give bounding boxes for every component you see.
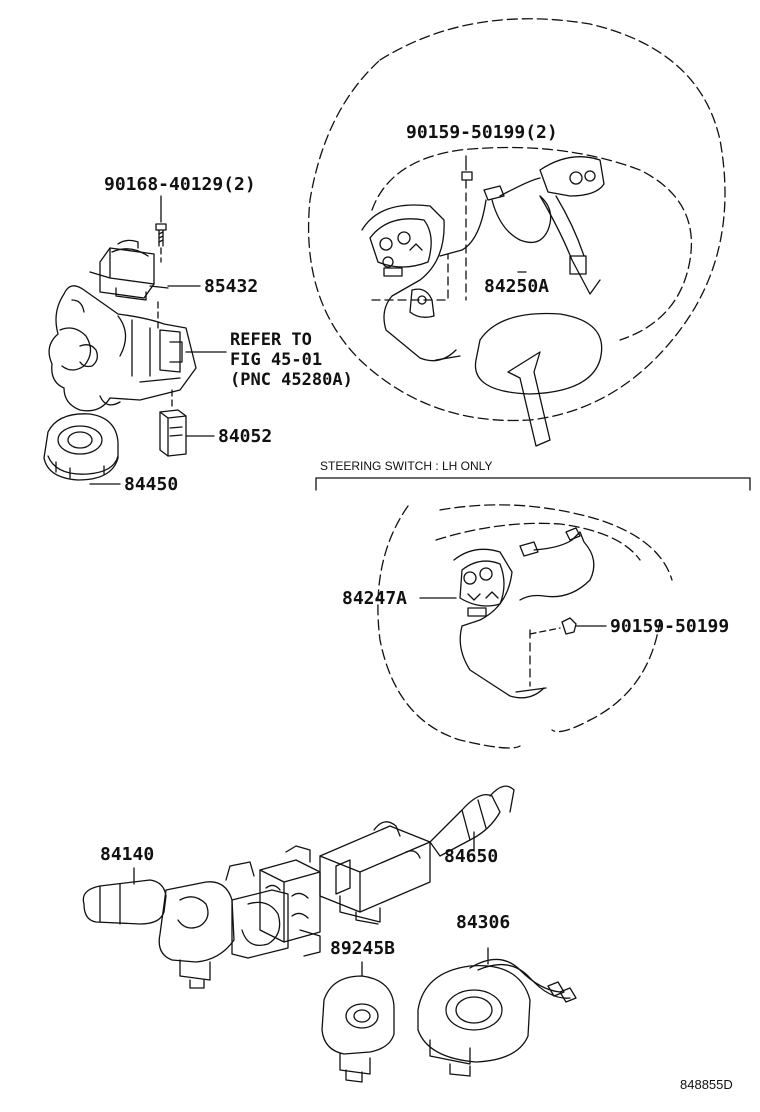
column-housing-drawing bbox=[49, 286, 226, 411]
steering-wheel-top-drawing bbox=[309, 19, 725, 446]
wiper-switch-84650-drawing bbox=[320, 786, 514, 924]
part-84052-drawing bbox=[160, 410, 214, 456]
label-part-84450: 84450 bbox=[124, 474, 179, 495]
label-part-84052: 84052 bbox=[218, 426, 273, 447]
label-part-85432: 85432 bbox=[204, 276, 259, 297]
sensor-89245B-drawing bbox=[322, 962, 394, 1082]
wheel-wire-harness bbox=[440, 178, 551, 256]
spiral-cable-body-drawing bbox=[260, 846, 320, 956]
label-part-84306: 84306 bbox=[456, 912, 511, 933]
wheel-right-switch-pad bbox=[540, 157, 604, 294]
steering-wheel-lh-drawing bbox=[378, 505, 672, 748]
label-part-89245B: 89245B bbox=[330, 938, 396, 959]
wheel-left-switch-pad bbox=[362, 205, 460, 361]
section-title-lh-only: STEERING SWITCH : LH ONLY bbox=[320, 459, 493, 473]
spiral-cable-84306-drawing bbox=[418, 948, 576, 1076]
wheel-hub-outline bbox=[475, 314, 601, 394]
label-part-84247A: 84247A bbox=[342, 588, 408, 609]
label-part-84140: 84140 bbox=[100, 844, 155, 865]
label-screw-90159-pair: 90159-50199(2) bbox=[406, 122, 558, 143]
part-85432-drawing bbox=[90, 240, 200, 300]
section-bracket bbox=[316, 478, 750, 490]
lh-wheel-rim bbox=[378, 506, 520, 748]
label-bolt-90168: 90168-40129(2) bbox=[104, 174, 256, 195]
refer-line-2: FIG 45-01 bbox=[230, 350, 323, 370]
label-refer-fig: REFER TO FIG 45-01 (PNC 45280A) bbox=[230, 330, 353, 390]
wheel-inner-rim bbox=[372, 148, 691, 341]
refer-line-1: REFER TO bbox=[230, 330, 312, 350]
refer-line-3: (PNC 45280A) bbox=[230, 370, 353, 390]
turn-signal-switch-84140-drawing bbox=[83, 862, 288, 988]
label-part-84250A: 84250A bbox=[484, 276, 550, 297]
part-84450-drawing bbox=[44, 414, 120, 484]
column-lock-group-drawing bbox=[44, 196, 226, 484]
label-part-84650: 84650 bbox=[444, 846, 499, 867]
install-direction-arrow bbox=[508, 352, 550, 446]
lh-wire-harness bbox=[520, 528, 594, 600]
label-screw-90159-single: 90159-50199 bbox=[610, 616, 730, 637]
screw-wheel-drawing bbox=[462, 156, 472, 300]
screw-single-drawing bbox=[530, 618, 606, 634]
lh-switch-pad bbox=[454, 549, 546, 697]
wheel-outer-rim bbox=[309, 19, 725, 421]
figure-code: 848855D bbox=[680, 1077, 733, 1092]
bolt-90168-drawing bbox=[156, 196, 166, 262]
